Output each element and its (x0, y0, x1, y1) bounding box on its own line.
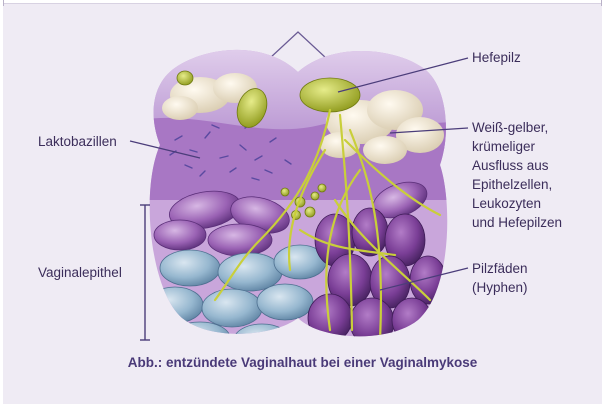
epithelium-bracket (140, 205, 150, 340)
label-ausfluss-line: Epithelzellen, (472, 175, 562, 194)
label-vaginalepithel: Vaginalepithel (38, 263, 122, 282)
label-pilzfaeden-line: (Hyphen) (472, 278, 528, 297)
label-ausfluss-line: und Hefepilzen (472, 213, 562, 232)
label-ausfluss-line: Weiß-gelber, (472, 118, 562, 137)
tissue-section (140, 40, 460, 356)
label-ausfluss-line: Leukozyten (472, 194, 562, 213)
hanger-string (270, 32, 326, 58)
label-laktobazillen: Laktobazillen (38, 132, 117, 151)
label-ausfluss: Weiß-gelber, krümeliger Ausfluss aus Epi… (472, 118, 562, 232)
label-pilzfaeden: Pilzfäden (Hyphen) (472, 259, 528, 297)
label-ausfluss-line: krümeliger (472, 137, 562, 156)
label-ausfluss-line: Ausfluss aus (472, 156, 562, 175)
label-pilzfaeden-line: Pilzfäden (472, 259, 528, 278)
figure-caption: Abb.: entzündete Vaginalhaut bei einer V… (0, 355, 605, 370)
label-hefepilz: Hefepilz (472, 48, 521, 67)
